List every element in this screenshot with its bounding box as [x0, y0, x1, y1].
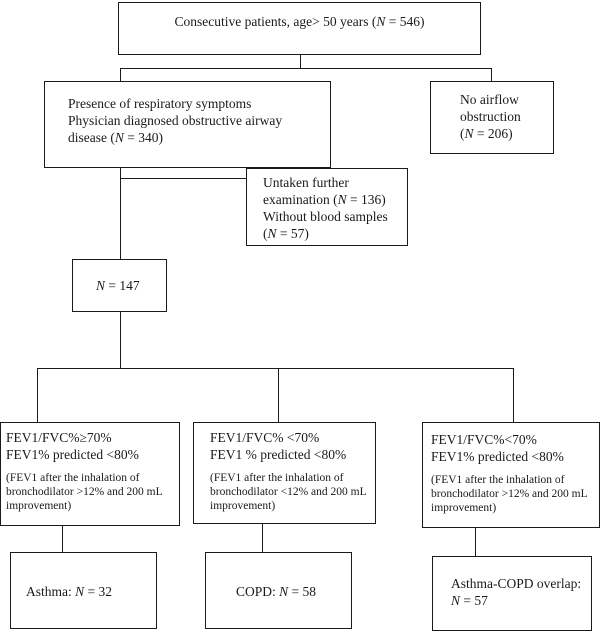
node-text-line: obstruction — [460, 109, 521, 124]
node-text-line: disease (N = 340) — [68, 130, 163, 145]
node-text-line: Untaken further — [263, 175, 349, 190]
node-note: (FEV1 after the inhalation of bronchodil… — [210, 472, 367, 512]
node-criteria-copd: FEV1/FVC% <70% FEV1 % predicted <80% (FE… — [193, 422, 376, 524]
node-excluded-patients: Untaken further examination (N = 136) Wi… — [246, 168, 408, 246]
connector — [120, 178, 246, 179]
connector — [120, 312, 121, 368]
node-text-line: (N = 57) — [263, 226, 309, 241]
connector — [120, 68, 492, 69]
symbol-n: N — [279, 584, 289, 599]
node-text-line: Physician diagnosed obstructive airway — [68, 113, 283, 128]
node-criteria-overlap: FEV1/FVC%<70% FEV1% predicted <80% (FEV1… — [422, 422, 600, 528]
symbol-n: N — [451, 593, 461, 608]
node-text-line: FEV1/FVC%≥70% — [6, 430, 112, 445]
node-text-line: FEV1% predicted <80% — [431, 449, 564, 464]
node-text-line: (N = 206) — [460, 126, 513, 141]
node-text-line: No airflow — [460, 92, 519, 107]
node-text-line: FEV1/FVC%<70% — [431, 432, 537, 447]
connector — [513, 368, 514, 422]
symbol-n: N — [96, 278, 106, 293]
connector — [491, 68, 492, 81]
node-note: (FEV1 after the inhalation of bronchodil… — [431, 474, 588, 514]
node-text-line: Asthma-COPD overlap: — [451, 576, 582, 591]
node-text-line: N = 57 — [451, 593, 488, 608]
connector — [262, 524, 263, 552]
node-n147: N = 147 — [72, 259, 167, 312]
symbol-n: N — [464, 126, 474, 141]
connector — [37, 368, 514, 369]
node-outcome-overlap: Asthma-COPD overlap: N = 57 — [432, 556, 592, 631]
node-text-line: FEV1 % predicted <80% — [210, 447, 347, 462]
symbol-n: N — [75, 584, 85, 599]
node-text: Asthma: N = 32 — [26, 584, 113, 599]
node-text-line: Presence of respiratory symptoms — [68, 96, 252, 111]
node-text-line: FEV1% predicted <80% — [6, 447, 139, 462]
node-text-line: examination (N = 136) — [263, 192, 386, 207]
node-note: (FEV1 after the inhalation of bronchodil… — [6, 472, 163, 512]
node-text: Consecutive patients, age> 50 years (N =… — [174, 14, 425, 29]
connector — [120, 167, 121, 259]
connector — [120, 68, 121, 81]
node-text: COPD: N = 58 — [236, 584, 317, 599]
node-criteria-asthma: FEV1/FVC%≥70% FEV1% predicted <80% (FEV1… — [0, 422, 180, 526]
symbol-n: N — [114, 130, 124, 145]
connector — [278, 368, 279, 422]
node-text: N = 147 — [96, 278, 140, 293]
node-no-airflow-obstruction: No airflow obstruction (N = 206) — [430, 81, 554, 154]
node-outcome-copd: COPD: N = 58 — [205, 552, 352, 629]
symbol-n: N — [376, 14, 386, 29]
connector — [37, 368, 38, 422]
symbol-n: N — [267, 226, 277, 241]
connector — [300, 54, 301, 68]
node-consecutive-patients: Consecutive patients, age> 50 years (N =… — [118, 2, 481, 55]
connector — [475, 528, 476, 556]
node-text-line: FEV1/FVC% <70% — [210, 430, 320, 445]
connector — [62, 526, 63, 552]
node-respiratory-symptoms: Presence of respiratory symptoms Physici… — [44, 81, 331, 168]
node-outcome-asthma: Asthma: N = 32 — [10, 552, 157, 629]
symbol-n: N — [337, 192, 347, 207]
node-text-line: Without blood samples — [263, 209, 388, 224]
